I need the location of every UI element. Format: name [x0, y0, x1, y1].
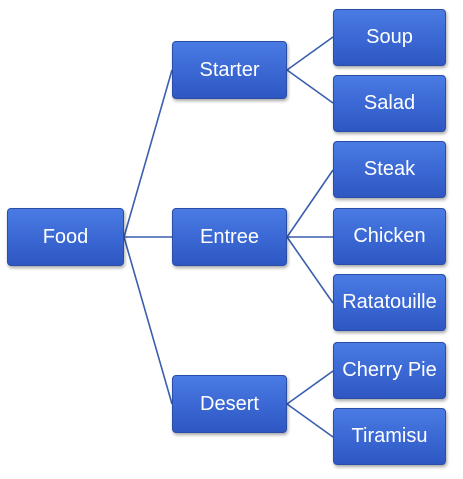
node-cherry-pie[interactable]: Cherry Pie	[333, 342, 446, 399]
node-chicken-label: Chicken	[353, 225, 426, 247]
connector-entree-ratatouille	[286, 236, 334, 304]
node-desert-label: Desert	[200, 392, 259, 415]
connector-starter-soup	[286, 36, 334, 71]
connector-desert-cherry-pie	[286, 370, 334, 405]
node-starter[interactable]: Starter	[172, 41, 287, 99]
node-salad-label: Salad	[363, 92, 416, 114]
node-ratatouille[interactable]: Ratatouille	[333, 274, 446, 331]
connector-desert-tiramisu	[286, 403, 334, 438]
node-entree[interactable]: Entree	[172, 208, 287, 266]
node-chicken[interactable]: Chicken	[333, 208, 446, 265]
node-cherry-pie-label: Cherry Pie	[342, 359, 437, 381]
node-food[interactable]: Food	[7, 208, 124, 266]
node-tiramisu[interactable]: Tiramisu	[333, 408, 446, 465]
node-steak[interactable]: Steak	[333, 141, 446, 198]
node-desert[interactable]: Desert	[172, 375, 287, 433]
node-food-label: Food	[42, 225, 89, 248]
node-entree-label: Entree	[200, 225, 259, 248]
node-salad[interactable]: Salad	[333, 75, 446, 132]
node-tiramisu-label: Tiramisu	[351, 425, 428, 447]
node-soup-label: Soup	[366, 26, 413, 48]
node-steak-label: Steak	[363, 158, 416, 180]
connector-food-desert	[123, 236, 173, 405]
node-starter-label: Starter	[199, 58, 260, 81]
connector-starter-salad	[286, 69, 334, 104]
node-ratatouille-label: Ratatouille	[342, 291, 437, 313]
connector-food-starter	[123, 69, 173, 238]
node-soup[interactable]: Soup	[333, 9, 446, 66]
connector-entree-steak	[286, 169, 334, 238]
